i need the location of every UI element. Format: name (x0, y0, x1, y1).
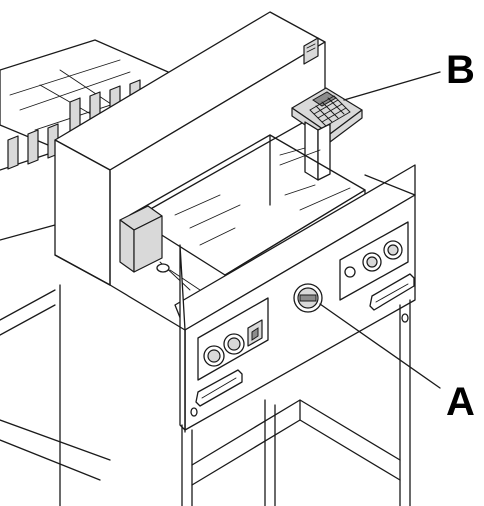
left-pull-handle (195, 369, 243, 407)
leader-line-a (319, 303, 441, 389)
back-gauge-fingers (7, 79, 141, 170)
side-clamp-block (119, 205, 201, 291)
stand-frame (0, 284, 411, 506)
right-control-panel (339, 221, 409, 301)
callout-label-a: A (446, 380, 475, 424)
control-keypad (291, 87, 363, 181)
right-indicator (344, 266, 356, 278)
upper-housing (54, 11, 326, 286)
left-control-panel (197, 297, 269, 381)
callout-label-b: B (446, 48, 475, 92)
leader-line-b (343, 71, 441, 101)
right-pull-handle (369, 273, 415, 311)
main-switch-knob (293, 283, 323, 313)
brand-logo-plate (303, 37, 319, 65)
